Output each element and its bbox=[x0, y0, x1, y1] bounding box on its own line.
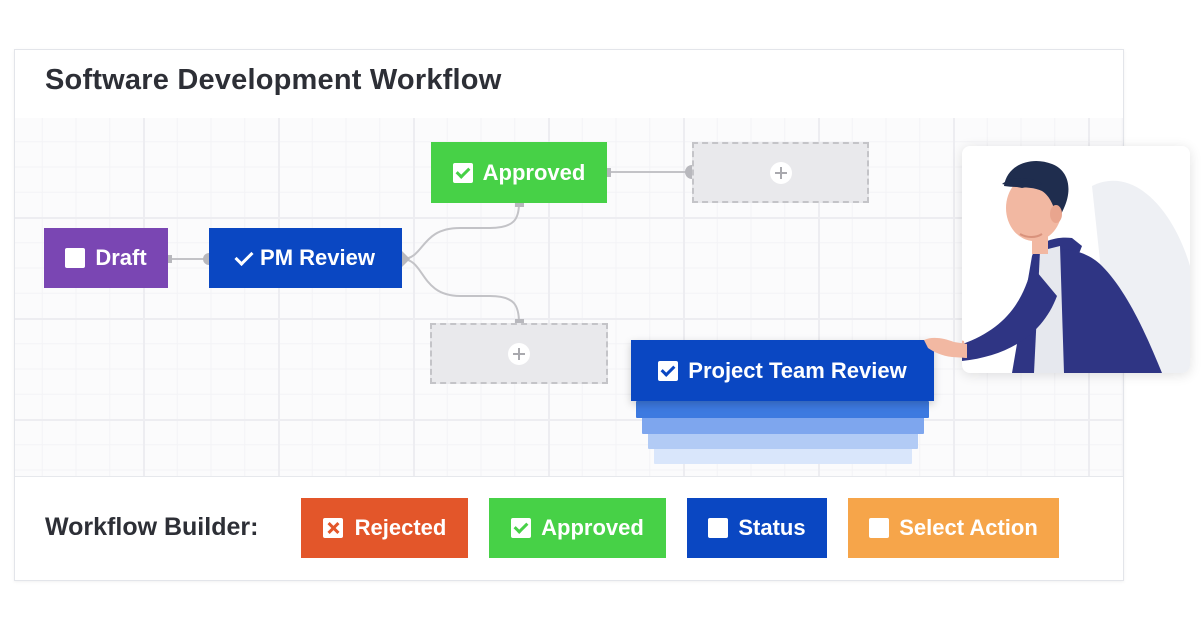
draft-label: Draft bbox=[95, 245, 147, 270]
select-action-button[interactable]: Select Action bbox=[848, 498, 1059, 558]
project-team-review-label: Project Team Review bbox=[688, 357, 907, 383]
x-box-icon bbox=[322, 518, 343, 538]
approved-button[interactable]: Approved bbox=[489, 498, 666, 558]
pm-review-label: PM Review bbox=[260, 245, 375, 270]
rejected-button[interactable]: Rejected bbox=[301, 498, 468, 558]
status-button[interactable]: Status bbox=[687, 498, 827, 558]
pointing-hand bbox=[924, 337, 967, 358]
footer-divider bbox=[15, 476, 1123, 477]
checked-box-icon bbox=[452, 162, 473, 183]
checked-box-icon bbox=[658, 360, 679, 381]
approved-label: Approved bbox=[482, 159, 586, 185]
drag-stack-layer bbox=[648, 432, 918, 449]
rejected-label: Rejected bbox=[354, 515, 447, 540]
pm-review-node[interactable]: PM Review bbox=[209, 228, 402, 288]
plus-icon bbox=[769, 161, 792, 184]
drag-stack-layer bbox=[636, 401, 929, 418]
checkbox-icon bbox=[708, 518, 729, 538]
add-step-placeholder-bottom[interactable] bbox=[430, 323, 608, 384]
checkbox-icon bbox=[869, 518, 890, 538]
plus-icon bbox=[508, 342, 530, 365]
drag-stack-layer bbox=[654, 447, 912, 464]
person-illustration-card bbox=[962, 146, 1190, 373]
status-label: Status bbox=[738, 515, 806, 540]
project-team-review-node[interactable]: Project Team Review bbox=[631, 340, 934, 401]
page-title: Software Development Workflow bbox=[45, 64, 502, 96]
add-step-placeholder-top[interactable] bbox=[692, 142, 869, 203]
draft-node[interactable]: Draft bbox=[44, 228, 168, 288]
person-illustration bbox=[962, 160, 1190, 373]
workflow-builder-label: Workflow Builder: bbox=[45, 513, 259, 541]
checked-box-icon bbox=[511, 518, 532, 538]
approved-node[interactable]: Approved bbox=[431, 142, 607, 203]
drag-stack-layer bbox=[642, 417, 924, 434]
approved-button-label: Approved bbox=[541, 515, 644, 540]
select-action-label: Select Action bbox=[899, 515, 1038, 540]
check-icon bbox=[236, 249, 246, 267]
checkbox-icon bbox=[65, 248, 86, 268]
